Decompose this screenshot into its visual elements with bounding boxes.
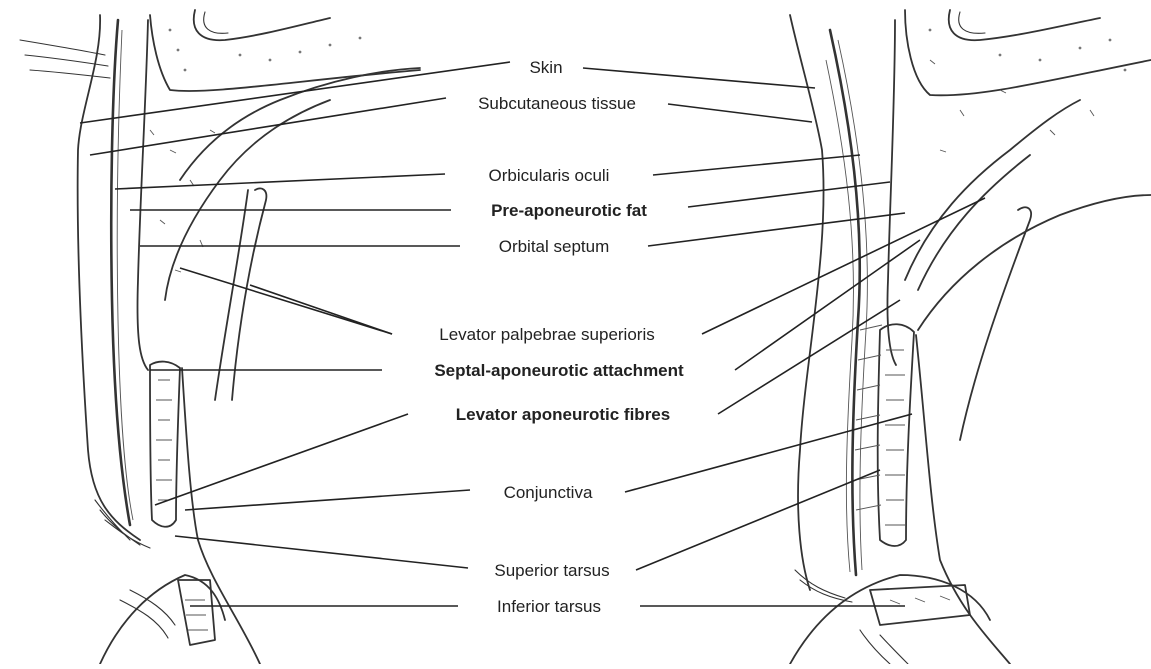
leader-skin-right — [583, 68, 815, 88]
left-orbicularis-band — [111, 20, 130, 525]
leader-subcutaneous-right — [668, 104, 812, 122]
right-globe-upper — [918, 195, 1151, 330]
leader-orbicularis-right — [653, 155, 860, 175]
left-levator-upper — [180, 68, 420, 180]
label-conjunctiva: Conjunctiva — [504, 483, 593, 502]
right-sinus-outline — [949, 10, 1100, 40]
labels: Skin Subcutaneous tissue Orbicularis ocu… — [434, 58, 684, 616]
right-upper-lashes — [795, 570, 852, 602]
label-orbital-septum: Orbital septum — [499, 237, 610, 256]
leader-conjunctiva-left — [185, 490, 470, 510]
leader-preaponeurotic-right — [688, 182, 890, 207]
right-orbicularis-band — [830, 30, 860, 575]
right-orbital-septum — [887, 20, 896, 365]
leader-skin-left — [80, 62, 510, 123]
right-skin-surface — [790, 15, 824, 590]
right-orbital-rim — [905, 10, 1151, 95]
label-levator-palpebrae-superioris: Levator palpebrae superioris — [439, 325, 654, 344]
left-levator-tendon — [232, 188, 266, 400]
leader-levator-fibres-left — [155, 414, 408, 505]
left-sinus-outline — [194, 10, 330, 40]
label-pre-aponeurotic-fat: Pre-aponeurotic fat — [491, 201, 647, 220]
label-superior-tarsus: Superior tarsus — [494, 561, 609, 580]
left-lower-lid — [100, 575, 225, 664]
left-eyelid-illustration — [20, 10, 420, 664]
left-upper-lashes — [95, 500, 150, 548]
label-inferior-tarsus: Inferior tarsus — [497, 597, 601, 616]
leader-levator-left-1 — [180, 268, 392, 334]
right-conjunctiva — [916, 335, 1010, 664]
label-levator-aponeurotic-fibres: Levator aponeurotic fibres — [456, 405, 670, 424]
left-orbital-septum — [137, 20, 148, 370]
left-conjunctiva — [182, 368, 260, 664]
label-orbicularis-oculi: Orbicularis oculi — [489, 166, 610, 185]
label-septal-aponeurotic-attachment: Septal-aponeurotic attachment — [434, 361, 684, 380]
label-skin: Skin — [529, 58, 562, 77]
left-skin-surface — [78, 15, 140, 540]
right-eyelid-illustration — [790, 10, 1151, 664]
right-levator-tendon — [960, 207, 1031, 440]
left-orbital-rim — [150, 15, 420, 91]
leader-levator-left-2 — [250, 285, 392, 334]
leader-orbicularis-left — [115, 174, 445, 189]
leader-levator-right — [702, 198, 985, 334]
leader-conjunctiva-right — [625, 414, 912, 492]
leader-superior-tarsus-left — [175, 536, 468, 568]
label-subcutaneous-tissue: Subcutaneous tissue — [478, 94, 636, 113]
leader-superior-tarsus-right — [636, 470, 880, 570]
right-superior-tarsus — [878, 324, 914, 546]
